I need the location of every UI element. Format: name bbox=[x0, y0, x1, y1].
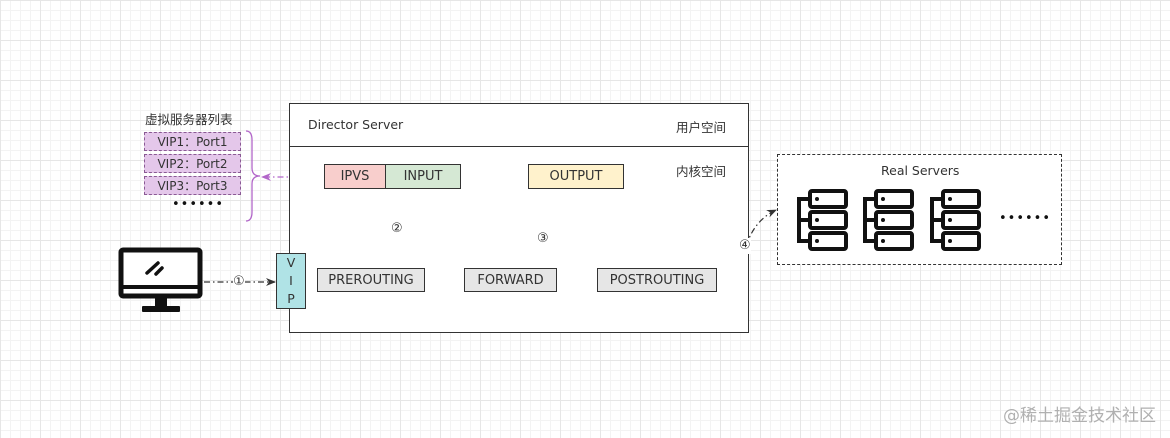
virtual-server-list-title: 虚拟服务器列表 bbox=[145, 112, 233, 127]
virtual-server-item: VIP2：Port2 bbox=[144, 154, 241, 173]
virtual-server-list-more: •••••• bbox=[172, 197, 225, 212]
kernel-space-label: 内核空间 bbox=[676, 164, 727, 179]
director-server-title: Director Server bbox=[308, 117, 404, 132]
list-brace bbox=[245, 130, 261, 222]
server-stack-icon bbox=[930, 189, 981, 251]
director-server bbox=[289, 103, 749, 333]
ipvs-box: IPVS bbox=[324, 164, 386, 189]
prerouting-box: PREROUTING bbox=[317, 268, 425, 292]
step-2-label: ② bbox=[391, 221, 403, 237]
client-computer-icon bbox=[118, 247, 203, 312]
step-1-label: ① bbox=[233, 274, 245, 290]
step-4-label: ④ bbox=[739, 238, 751, 254]
server-stack-icon bbox=[797, 189, 848, 251]
postrouting-box: POSTROUTING bbox=[597, 268, 717, 292]
vip-letter: V bbox=[286, 255, 296, 270]
watermark: @稀土掘金技术社区 bbox=[1003, 406, 1156, 426]
vip-box: V I P bbox=[276, 253, 306, 309]
space-divider bbox=[290, 146, 748, 147]
forward-box: FORWARD bbox=[464, 268, 557, 292]
real-servers-title: Real Servers bbox=[881, 163, 960, 178]
step-3-label: ③ bbox=[537, 231, 549, 247]
output-box: OUTPUT bbox=[528, 164, 624, 189]
real-servers-more: •••••• bbox=[999, 211, 1052, 226]
vip-letter: P bbox=[287, 291, 295, 306]
vip-letter: I bbox=[289, 273, 293, 288]
input-box: INPUT bbox=[385, 164, 461, 189]
user-space-label: 用户空间 bbox=[676, 120, 727, 135]
virtual-server-item: VIP3：Port3 bbox=[144, 176, 241, 195]
server-stack-icon bbox=[863, 189, 914, 251]
virtual-server-item: VIP1：Port1 bbox=[144, 132, 241, 151]
